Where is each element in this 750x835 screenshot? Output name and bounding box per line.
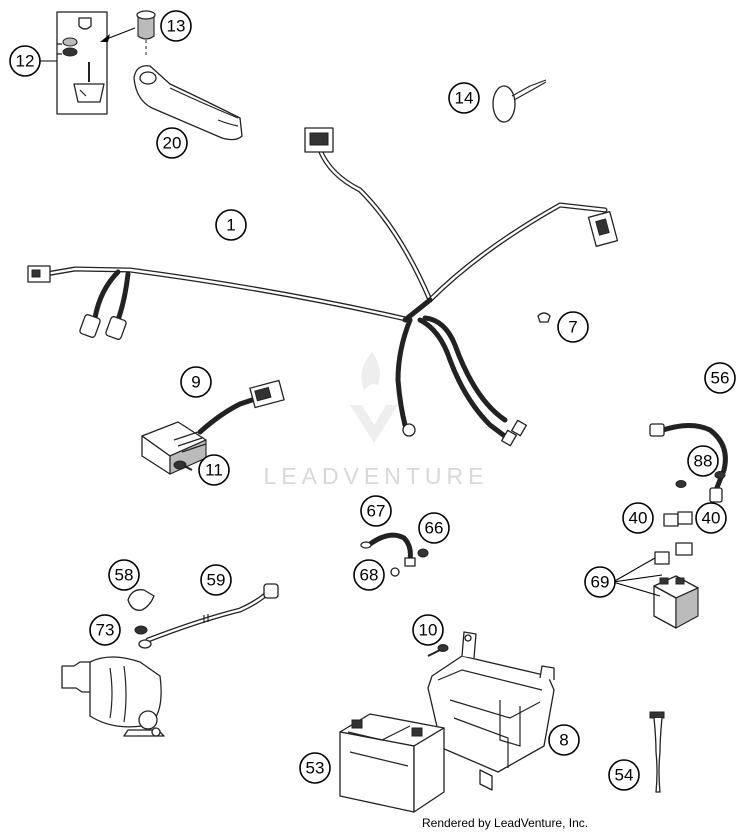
bolt-kit-box	[56, 11, 108, 115]
callout-58: 69	[584, 566, 616, 598]
connector-top-part	[304, 127, 334, 153]
ground-cable-part	[649, 423, 728, 503]
svg-text:58: 58	[115, 566, 134, 585]
svg-text:69: 69	[591, 573, 610, 592]
bolt-66-part	[417, 548, 429, 558]
callout-66: 66	[418, 512, 450, 544]
callout-11: 11	[198, 454, 230, 486]
ring-terminal-part	[402, 423, 416, 437]
svg-text:7: 7	[568, 318, 577, 337]
callout-68: 68	[353, 559, 385, 591]
screw-10-part	[427, 644, 449, 657]
wiring-harness-part	[37, 147, 608, 443]
svg-text:13: 13	[167, 17, 186, 36]
handlebar-switch-part	[133, 65, 243, 141]
callout-10: 10	[412, 614, 444, 646]
watermark-logo-icon	[350, 352, 398, 443]
battery-box-part	[427, 631, 555, 791]
svg-text:59: 59	[207, 571, 226, 590]
svg-text:11: 11	[205, 461, 223, 480]
svg-text:53: 53	[306, 759, 325, 778]
callout-1: 1	[215, 209, 247, 241]
callout-56: 56	[704, 362, 736, 394]
callout-20: 20	[156, 127, 188, 159]
screw-part	[173, 460, 193, 471]
callout-8: 8	[548, 724, 580, 756]
callout-67: 67	[360, 495, 392, 527]
battery-strap-part	[649, 711, 665, 793]
starter-relay-part	[653, 542, 699, 629]
svg-text:12: 12	[16, 52, 35, 71]
callout-69: 58	[108, 559, 140, 591]
earth-wire-part	[360, 532, 416, 567]
svg-text:10: 10	[419, 621, 438, 640]
rubber-boot-part	[127, 589, 155, 611]
svg-text:68: 68	[360, 566, 379, 585]
starter-motor-part	[61, 656, 165, 737]
callout-53: 53	[299, 752, 331, 784]
callout-14: 14	[448, 82, 480, 114]
callout-12: 12	[9, 45, 41, 77]
svg-text:20: 20	[163, 134, 182, 153]
callout-13: 13	[160, 10, 192, 42]
svg-text:14: 14	[455, 89, 474, 108]
washer-68-part	[390, 567, 400, 577]
footer-credit: Rendered by LeadVenture, Inc.	[422, 816, 589, 830]
svg-text:40: 40	[702, 509, 721, 528]
svg-text:40: 40	[629, 509, 648, 528]
svg-text:54: 54	[615, 766, 634, 785]
connector-right-part	[587, 211, 619, 247]
svg-text:73: 73	[96, 621, 115, 640]
callout-54: 54	[608, 759, 640, 791]
svg-text:67: 67	[367, 502, 386, 521]
callout-9: 9	[180, 366, 212, 398]
callout-40-right: 40	[695, 502, 727, 534]
battery-part	[339, 713, 445, 813]
svg-text:1: 1	[226, 216, 235, 235]
watermark-text: LEADVENTURE	[264, 463, 489, 489]
svg-text:88: 88	[694, 452, 713, 471]
callout-59: 59	[200, 564, 232, 596]
terminal-right-part	[501, 419, 527, 447]
connector-left-part	[27, 265, 51, 283]
rubber-cap-part	[136, 10, 156, 40]
spade-terminal-left-part	[79, 314, 127, 340]
callout-73: 73	[89, 614, 121, 646]
callout-88: 88	[687, 445, 719, 477]
svg-text:66: 66	[425, 519, 444, 538]
screws-88-part	[675, 471, 726, 488]
callout-7: 7	[557, 311, 589, 343]
callout-40-left: 40	[622, 502, 654, 534]
starter-cable-part	[138, 583, 279, 649]
nut-part	[134, 625, 148, 635]
cable-tie-part	[492, 79, 547, 123]
svg-text:56: 56	[711, 369, 730, 388]
clip-part	[537, 312, 551, 323]
fuse-part	[663, 511, 693, 527]
svg-text:9: 9	[191, 373, 200, 392]
svg-text:8: 8	[559, 731, 568, 750]
